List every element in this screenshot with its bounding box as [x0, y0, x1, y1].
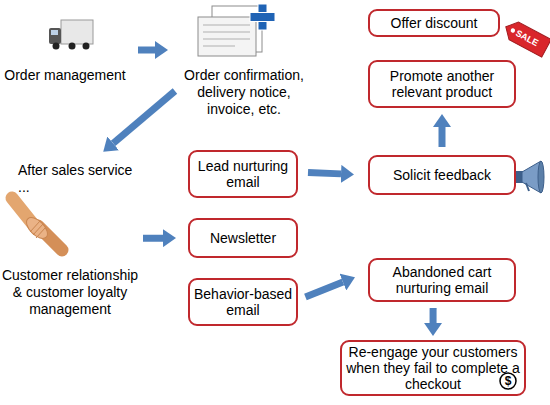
- plus-symbol: [258, 4, 267, 30]
- handshake-hands: [23, 214, 51, 242]
- handshake-arm: [38, 226, 62, 250]
- node-text: Abandoned cart nurturing email: [372, 264, 512, 296]
- flow-arrow: [143, 235, 163, 242]
- node-text: Customer relationship & customer loyalty…: [0, 267, 140, 317]
- process-box: Promote another relevant product: [368, 60, 516, 108]
- megaphone-symbol: [516, 171, 523, 183]
- process-box: Solicit feedback: [368, 155, 516, 195]
- handshake-arm: [12, 198, 36, 228]
- sale-tag: [501, 18, 550, 57]
- icon-symbol: $: [500, 373, 516, 389]
- process-box: Newsletter: [188, 218, 298, 258]
- plus-symbol: [250, 13, 275, 22]
- plus-symbol: [259, 13, 267, 21]
- truck-wheel: [83, 43, 90, 50]
- process-box: Lead nurturing email: [188, 150, 298, 198]
- document-line: [203, 46, 235, 47]
- process-box: Re-engage your customers when they fail …: [340, 340, 526, 396]
- node-text: Newsletter: [210, 230, 276, 246]
- flow-arrow: [430, 308, 437, 323]
- node-text: Order confirmation, delivery notice, inv…: [178, 67, 310, 117]
- flow-arrow: [305, 282, 343, 297]
- flow-arrow: [308, 172, 341, 173]
- node-text: Behavior-based email: [192, 286, 294, 318]
- document-line: [203, 39, 250, 40]
- document-line: [203, 32, 250, 33]
- node-text: After sales service ...: [18, 162, 140, 196]
- process-box: Abandoned cart nurturing email: [368, 258, 516, 302]
- truck-window: [51, 30, 58, 35]
- node-text: Promote another relevant product: [372, 68, 512, 100]
- node-text: Lead nurturing email: [192, 158, 294, 190]
- document-form: [198, 17, 256, 56]
- process-box: Behavior-based email: [188, 278, 298, 326]
- node-text: Order management: [0, 67, 130, 84]
- truck-trailer: [61, 20, 93, 44]
- flow-arrow: [113, 91, 175, 143]
- node-text: Solicit feedback: [393, 167, 491, 183]
- node-text: Re-engage your customers when they fail …: [344, 344, 522, 392]
- document-sheet: [212, 6, 262, 52]
- megaphone-symbol: [522, 161, 541, 193]
- megaphone-symbol: [538, 161, 544, 193]
- icon-label-group: Order confirmation, delivery notice, inv…: [178, 2, 310, 122]
- handshake-fingers: [30, 221, 45, 238]
- truck-cab: [49, 28, 61, 44]
- megaphone-symbol: [526, 183, 529, 191]
- tag-text: SALE: [509, 25, 545, 52]
- flow-arrow: [138, 47, 155, 54]
- flow-arrow: [439, 127, 446, 147]
- icon-label-group: After sales service ... Customer relation…: [0, 155, 140, 325]
- node-text: Offer discount: [391, 15, 478, 31]
- sale-tag: [501, 18, 550, 57]
- document-line: [203, 25, 250, 26]
- process-box: Offer discount: [368, 9, 500, 37]
- truck-wheel: [53, 43, 60, 50]
- icon-label-group: Order management: [0, 15, 130, 85]
- truck-wheel: [69, 43, 76, 50]
